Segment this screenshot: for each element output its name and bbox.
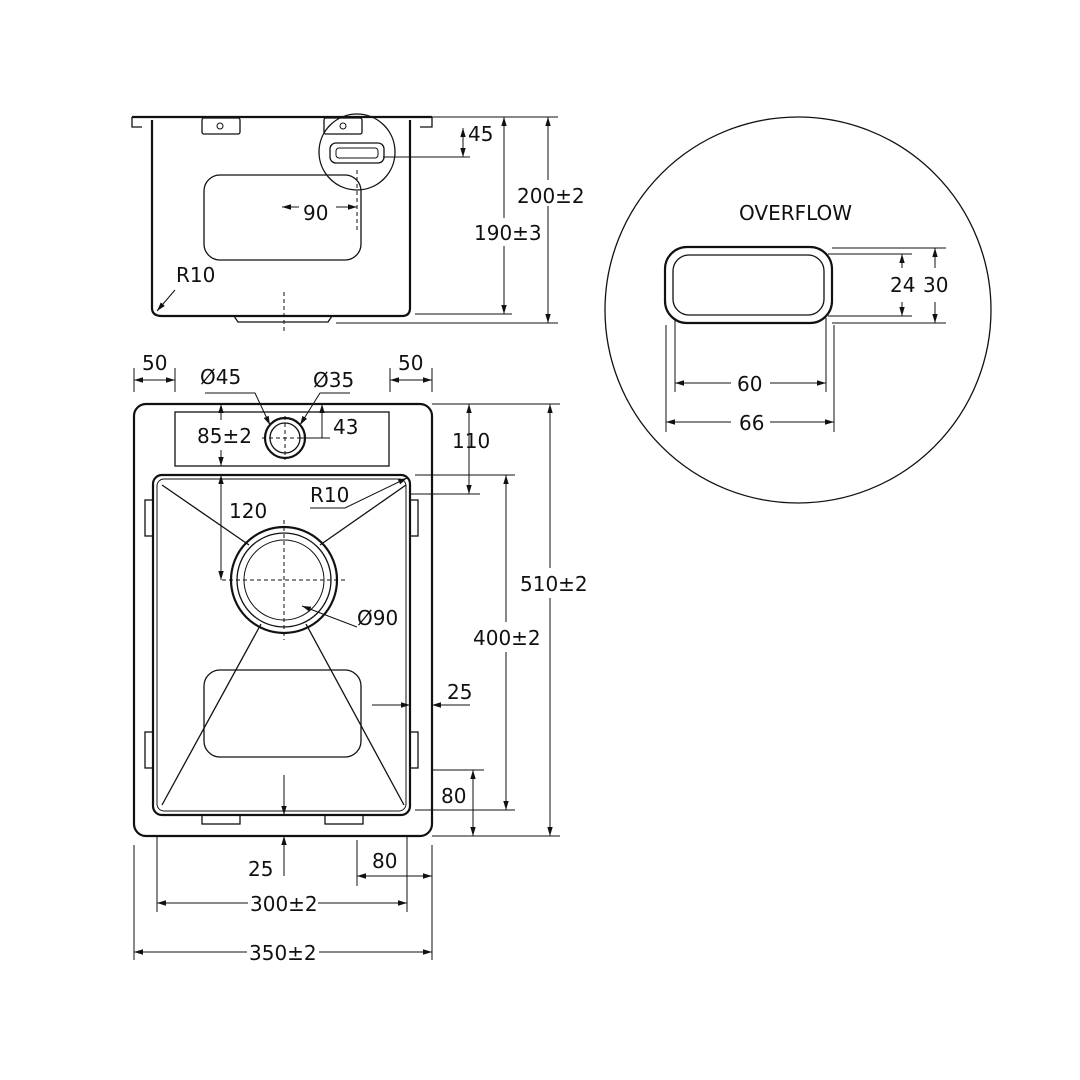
side-rim-label: 25 xyxy=(447,680,472,704)
front-rim-label: 25 xyxy=(248,857,273,881)
side-view: 45 90 190±3 200±2 R10 xyxy=(131,113,585,332)
overflow-hole-diameter-label: Ø35 xyxy=(313,368,354,392)
deck-width-label: 85±2 xyxy=(197,424,252,448)
hole-offset-label: 43 xyxy=(333,415,358,439)
overflow-outer-width-label: 66 xyxy=(739,411,764,435)
bottom-rim-label: 80 xyxy=(441,784,466,808)
bowl-width-label: 300±2 xyxy=(250,892,318,916)
drain-offset-label: 120 xyxy=(229,499,267,523)
overflow-detail: OVERFLOW 24 30 60 66 xyxy=(604,116,992,504)
overflow-outer-height-label: 30 xyxy=(923,273,948,297)
overflow-inner-width-label: 60 xyxy=(737,372,762,396)
bowl-length-label: 400±2 xyxy=(473,626,541,650)
total-length-label: 510±2 xyxy=(520,572,588,596)
side-bowl-depth-label: 190±3 xyxy=(474,221,542,245)
side-total-depth-label: 200±2 xyxy=(517,184,585,208)
top-view: 50 50 Ø45 Ø35 85±2 43 110 120 R10 Ø90 xyxy=(132,351,588,965)
tap-hole-diameter-label: Ø45 xyxy=(200,365,241,389)
side-overflow-depth-label: 45 xyxy=(468,122,493,146)
drain-diameter-label: Ø90 xyxy=(357,606,398,630)
total-width-label: 350±2 xyxy=(249,941,317,965)
side-radius-label: R10 xyxy=(176,263,215,287)
left-margin-label: 50 xyxy=(142,351,167,375)
overflow-detail-title: OVERFLOW xyxy=(739,201,852,225)
overflow-inner-height-label: 24 xyxy=(890,273,915,297)
side-overflow-offset-label: 90 xyxy=(303,201,328,225)
right-margin-label: 50 xyxy=(398,351,423,375)
overflow-detail-callout-circle xyxy=(318,113,396,191)
bowl-radius-label: R10 xyxy=(310,483,349,507)
clip-offset-label: 80 xyxy=(372,849,397,873)
deck-depth-label: 110 xyxy=(452,429,490,453)
